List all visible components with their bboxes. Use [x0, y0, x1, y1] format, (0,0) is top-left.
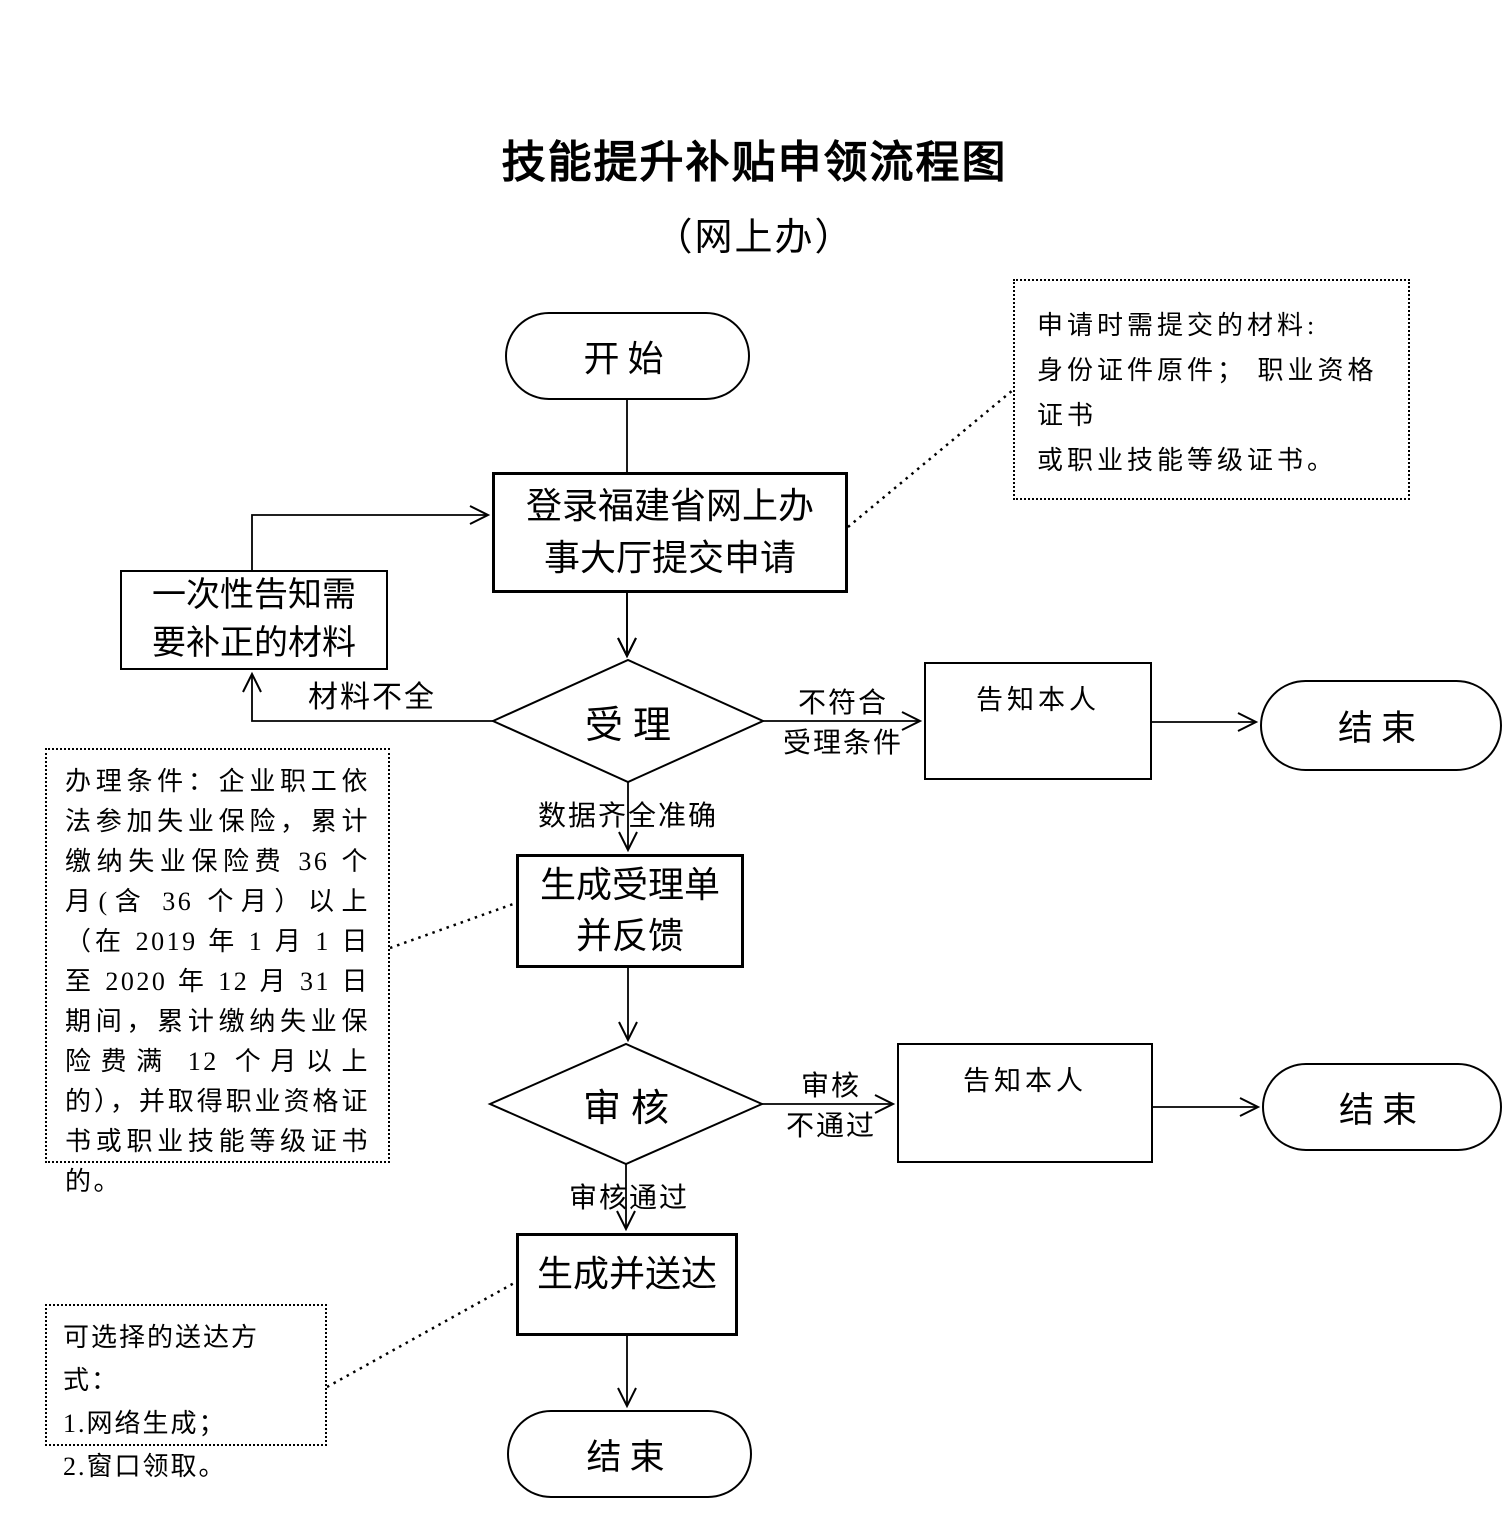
page-subtitle: （网上办）	[654, 217, 855, 259]
generate-acceptance-line1: 生成受理单	[539, 864, 720, 905]
edge-label-audit-fail: 审核 不通过	[765, 1067, 897, 1147]
inform-person-node-1: 告知本人	[924, 662, 1152, 780]
inform-person-node-2: 告知本人	[897, 1043, 1153, 1163]
accept-decision-label: 受理	[584, 704, 681, 747]
edge-label-not-meet: 不符合 受理条件	[775, 684, 911, 764]
start-node: 开始	[505, 312, 750, 400]
dotted-link-delivery-note-to-deliver	[326, 1280, 517, 1389]
login-label-line1: 登录福建省网上办	[525, 486, 814, 527]
edge-label-materials-incomplete: 材料不全	[308, 681, 436, 714]
note-delivery-options: 可选择的送达方式： 1.网络生成； 2.窗口领取。	[45, 1304, 327, 1481]
end-final-label: 结束	[586, 1437, 673, 1477]
edge-label-data-complete: 数据齐全准确	[538, 801, 719, 832]
generate-deliver-node: 生成并送达	[516, 1233, 738, 1336]
edge-label-not-meet-line2: 受理条件	[782, 728, 903, 759]
end-label-2: 结束	[1338, 1090, 1425, 1130]
login-label-line2: 事大厅提交申请	[543, 537, 796, 578]
inform-person-label-1: 告知本人	[976, 685, 1100, 715]
page-title: 技能提升补贴申领流程图	[501, 138, 1008, 187]
note-delivery-line3: 2.窗口领取。	[63, 1452, 227, 1481]
dotted-link-conditions-note-to-generate	[389, 901, 517, 950]
arrow-accept-to-notify-loop	[242, 671, 493, 722]
edge-label-audit-fail-line2: 不通过	[785, 1111, 876, 1142]
note-handling-conditions: 办理条件：企业职工依法参加失业保险，累计缴纳失业保险费 36 个月(含 36 个…	[45, 748, 390, 1196]
note-materials-line3: 或职业技能等级证书。	[1037, 446, 1338, 475]
end-node-2: 结束	[1262, 1063, 1502, 1151]
note-delivery-line1: 可选择的送达方式：	[63, 1323, 260, 1395]
notify-correction-line1: 一次性告知需	[152, 577, 356, 615]
arrow-notify-to-login-loop	[251, 505, 491, 570]
note-materials-line2: 身份证件原件； 职业资格证书	[1037, 356, 1378, 430]
accept-diamond-shape	[490, 658, 766, 784]
generate-deliver-label: 生成并送达	[536, 1254, 717, 1294]
end-label-1: 结束	[1337, 709, 1424, 748]
note-delivery-line2: 1.网络生成；	[63, 1409, 227, 1438]
audit-diamond-shape	[487, 1042, 765, 1166]
notify-correction-node: 一次性告知需 要补正的材料	[120, 570, 388, 670]
login-process-node: 登录福建省网上办 事大厅提交申请	[492, 472, 848, 593]
end-node-final: 结束	[507, 1410, 752, 1498]
inform-person-label-2: 告知本人	[963, 1066, 1087, 1096]
note-materials-line1: 申请时需提交的材料:	[1037, 311, 1319, 340]
start-label: 开始	[583, 339, 672, 379]
end-node-1: 结束	[1260, 680, 1502, 771]
edge-label-audit-pass: 审核通过	[568, 1183, 689, 1214]
note-required-materials: 申请时需提交的材料: 身份证件原件； 职业资格证书 或职业技能等级证书。	[1013, 279, 1410, 500]
notify-correction-line2: 要补正的材料	[152, 625, 356, 662]
dotted-link-login-to-materials-note	[847, 389, 1014, 528]
generate-acceptance-line2: 并反馈	[575, 916, 684, 956]
edge-label-audit-fail-line1: 审核	[800, 1071, 861, 1102]
generate-acceptance-node: 生成受理单 并反馈	[516, 854, 744, 968]
audit-decision-label: 审核	[582, 1087, 679, 1130]
edge-label-not-meet-line1: 不符合	[797, 688, 888, 719]
